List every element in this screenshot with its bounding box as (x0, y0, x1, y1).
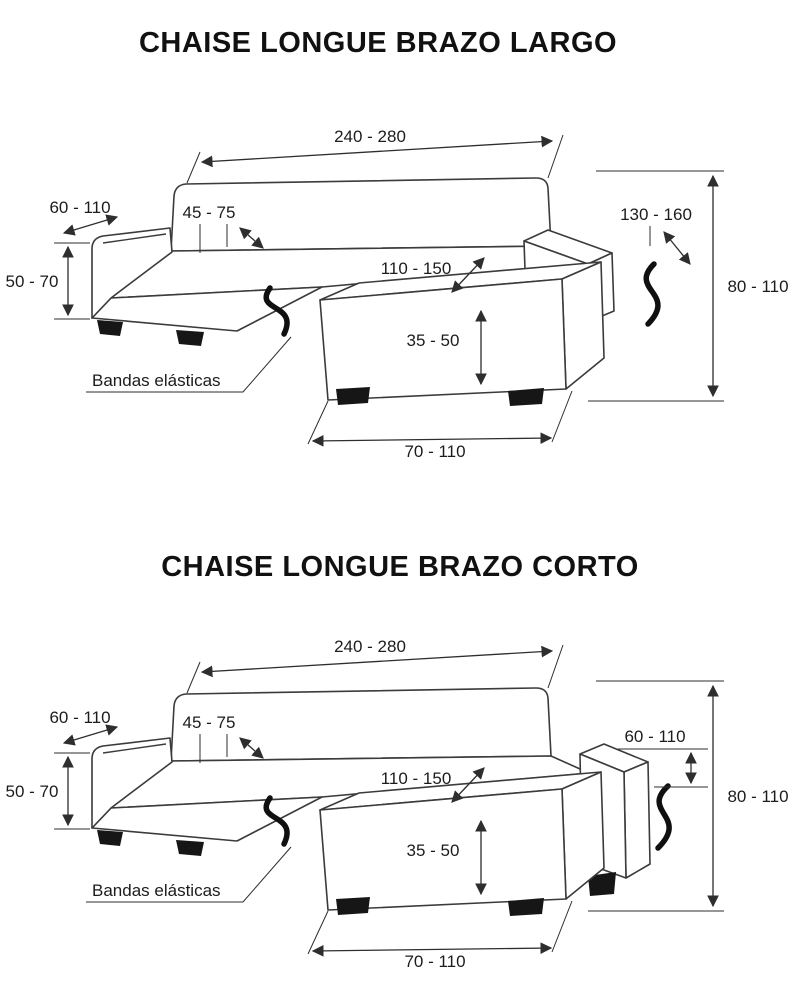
diagram-brazo-corto: CHAISE LONGUE BRAZO CORTO (6, 551, 789, 971)
dim-left-arm-height-label: 50 - 70 (6, 272, 59, 291)
bands-label: Bandas elásticas (92, 881, 221, 900)
backrest-shape (170, 177, 552, 252)
foot-shape (336, 387, 370, 405)
chaise-side-face (561, 261, 605, 390)
dim-right-arm-length-label: 130 - 160 (620, 205, 692, 224)
dim-right-arm-height-label: 60 - 110 (624, 727, 685, 746)
left-arm-shape (91, 737, 173, 829)
diagram-brazo-largo: CHAISE LONGUE BRAZO LARGO (6, 27, 789, 461)
bands-label: Bandas elásticas (92, 371, 221, 390)
extension-line (551, 900, 573, 953)
leader-line (86, 846, 292, 903)
dimension-arrow-chaise-width (311, 432, 553, 447)
dimension-arrow-back-height (239, 227, 264, 249)
dim-top-width-label: 240 - 280 (334, 637, 406, 656)
foot-shape (588, 872, 616, 896)
backrest-shape (170, 687, 552, 762)
sofa-drawing-largo (91, 177, 661, 406)
dim-left-arm-width-label: 60 - 110 (49, 708, 110, 727)
elastic-band-shape (643, 261, 661, 327)
extension-line (307, 400, 329, 445)
foot-shape (336, 897, 370, 915)
dim-total-height-label: 80 - 110 (727, 277, 788, 296)
dim-top-width-label: 240 - 280 (334, 127, 406, 146)
extension-line (551, 390, 573, 443)
dimension-arrow-back-height (239, 737, 264, 759)
foot-shape (176, 840, 204, 856)
left-arm-shape (91, 227, 173, 319)
dim-chaise-length-label: 110 - 150 (381, 769, 452, 788)
foot-shape (97, 320, 123, 336)
dimension-arrow-chaise-length (451, 257, 485, 293)
foot-shape (508, 388, 544, 406)
dim-chaise-height-label: 35 - 50 (407, 841, 460, 860)
dimension-arrow-chaise-width (311, 942, 553, 957)
extension-line (186, 661, 201, 694)
dimension-arrow-left-arm-width (62, 214, 119, 236)
elastic-band-shape (263, 795, 290, 847)
dimension-arrow-top-width (200, 645, 554, 678)
left-arm-top-line (102, 743, 167, 754)
dimension-arrow-top-width (200, 135, 554, 168)
dim-total-height-label: 80 - 110 (727, 787, 788, 806)
extension-line (307, 910, 329, 955)
dimension-annotations-largo: 240 - 280 60 - 110 45 - 75 130 - 160 50 … (6, 127, 789, 461)
extension-line (547, 644, 564, 689)
foot-shape (176, 330, 204, 346)
sofa-drawing-corto (91, 687, 672, 916)
dim-back-height-label: 45 - 75 (183, 203, 236, 222)
dimension-annotations-corto: 240 - 280 60 - 110 45 - 75 60 - 110 50 -… (6, 637, 789, 971)
dim-chaise-height-label: 35 - 50 (407, 331, 460, 350)
dimension-arrow-left-arm-width (62, 724, 119, 746)
foot-shape (508, 898, 544, 916)
dim-chaise-width-label: 70 - 110 (404, 952, 465, 971)
elastic-band-shape (263, 285, 290, 337)
extension-line (186, 151, 201, 184)
dimension-arrow-right-arm-length (663, 231, 691, 265)
leader-line (86, 336, 292, 393)
diagram-title-corto: CHAISE LONGUE BRAZO CORTO (161, 551, 639, 583)
dim-chaise-width-label: 70 - 110 (404, 442, 465, 461)
foot-shape (97, 830, 123, 846)
elastic-band-shape (655, 783, 672, 851)
dim-left-arm-width-label: 60 - 110 (49, 198, 110, 217)
dim-chaise-length-label: 110 - 150 (381, 259, 452, 278)
right-arm-side-face (623, 761, 651, 879)
dimension-arrow-chaise-length (451, 767, 485, 803)
diagram-title-largo: CHAISE LONGUE BRAZO LARGO (139, 27, 617, 59)
extension-line (547, 134, 564, 179)
dim-left-arm-height-label: 50 - 70 (6, 782, 59, 801)
left-arm-top-line (102, 233, 167, 244)
dim-back-height-label: 45 - 75 (183, 713, 236, 732)
